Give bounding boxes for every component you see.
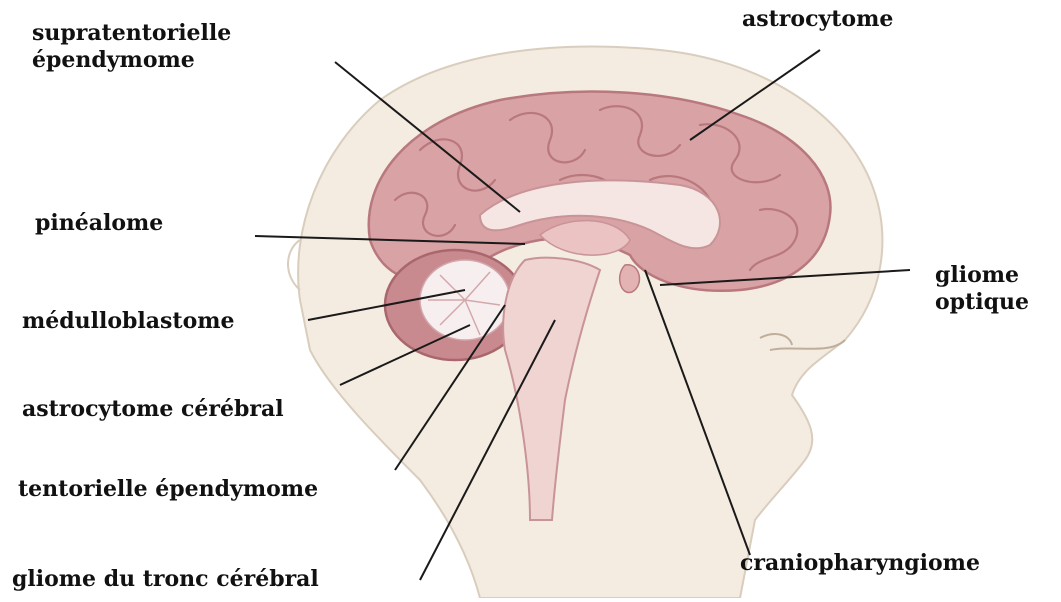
label-line: épendymome	[32, 47, 231, 74]
label-pinealome: pinéalome	[35, 210, 163, 237]
pituitary	[620, 265, 640, 293]
label-tentorielle-ependymome: tentorielle épendymome	[18, 476, 318, 503]
label-gliome-optique: gliome optique	[935, 262, 1029, 316]
label-astrocytome: astrocytome	[742, 6, 893, 33]
label-line: gliome	[935, 262, 1029, 289]
label-gliome-tronc-cerebral: gliome du tronc cérébral	[12, 566, 319, 593]
label-astrocytome-cerebral: astrocytome cérébral	[22, 396, 284, 423]
label-craniopharyngiome: craniopharyngiome	[740, 550, 980, 577]
label-medulloblastome: médulloblastome	[22, 308, 235, 335]
label-line: optique	[935, 289, 1029, 316]
label-supratentorial-ependymome: supratentorielle épendymome	[32, 20, 231, 74]
label-line: supratentorielle	[32, 20, 231, 47]
